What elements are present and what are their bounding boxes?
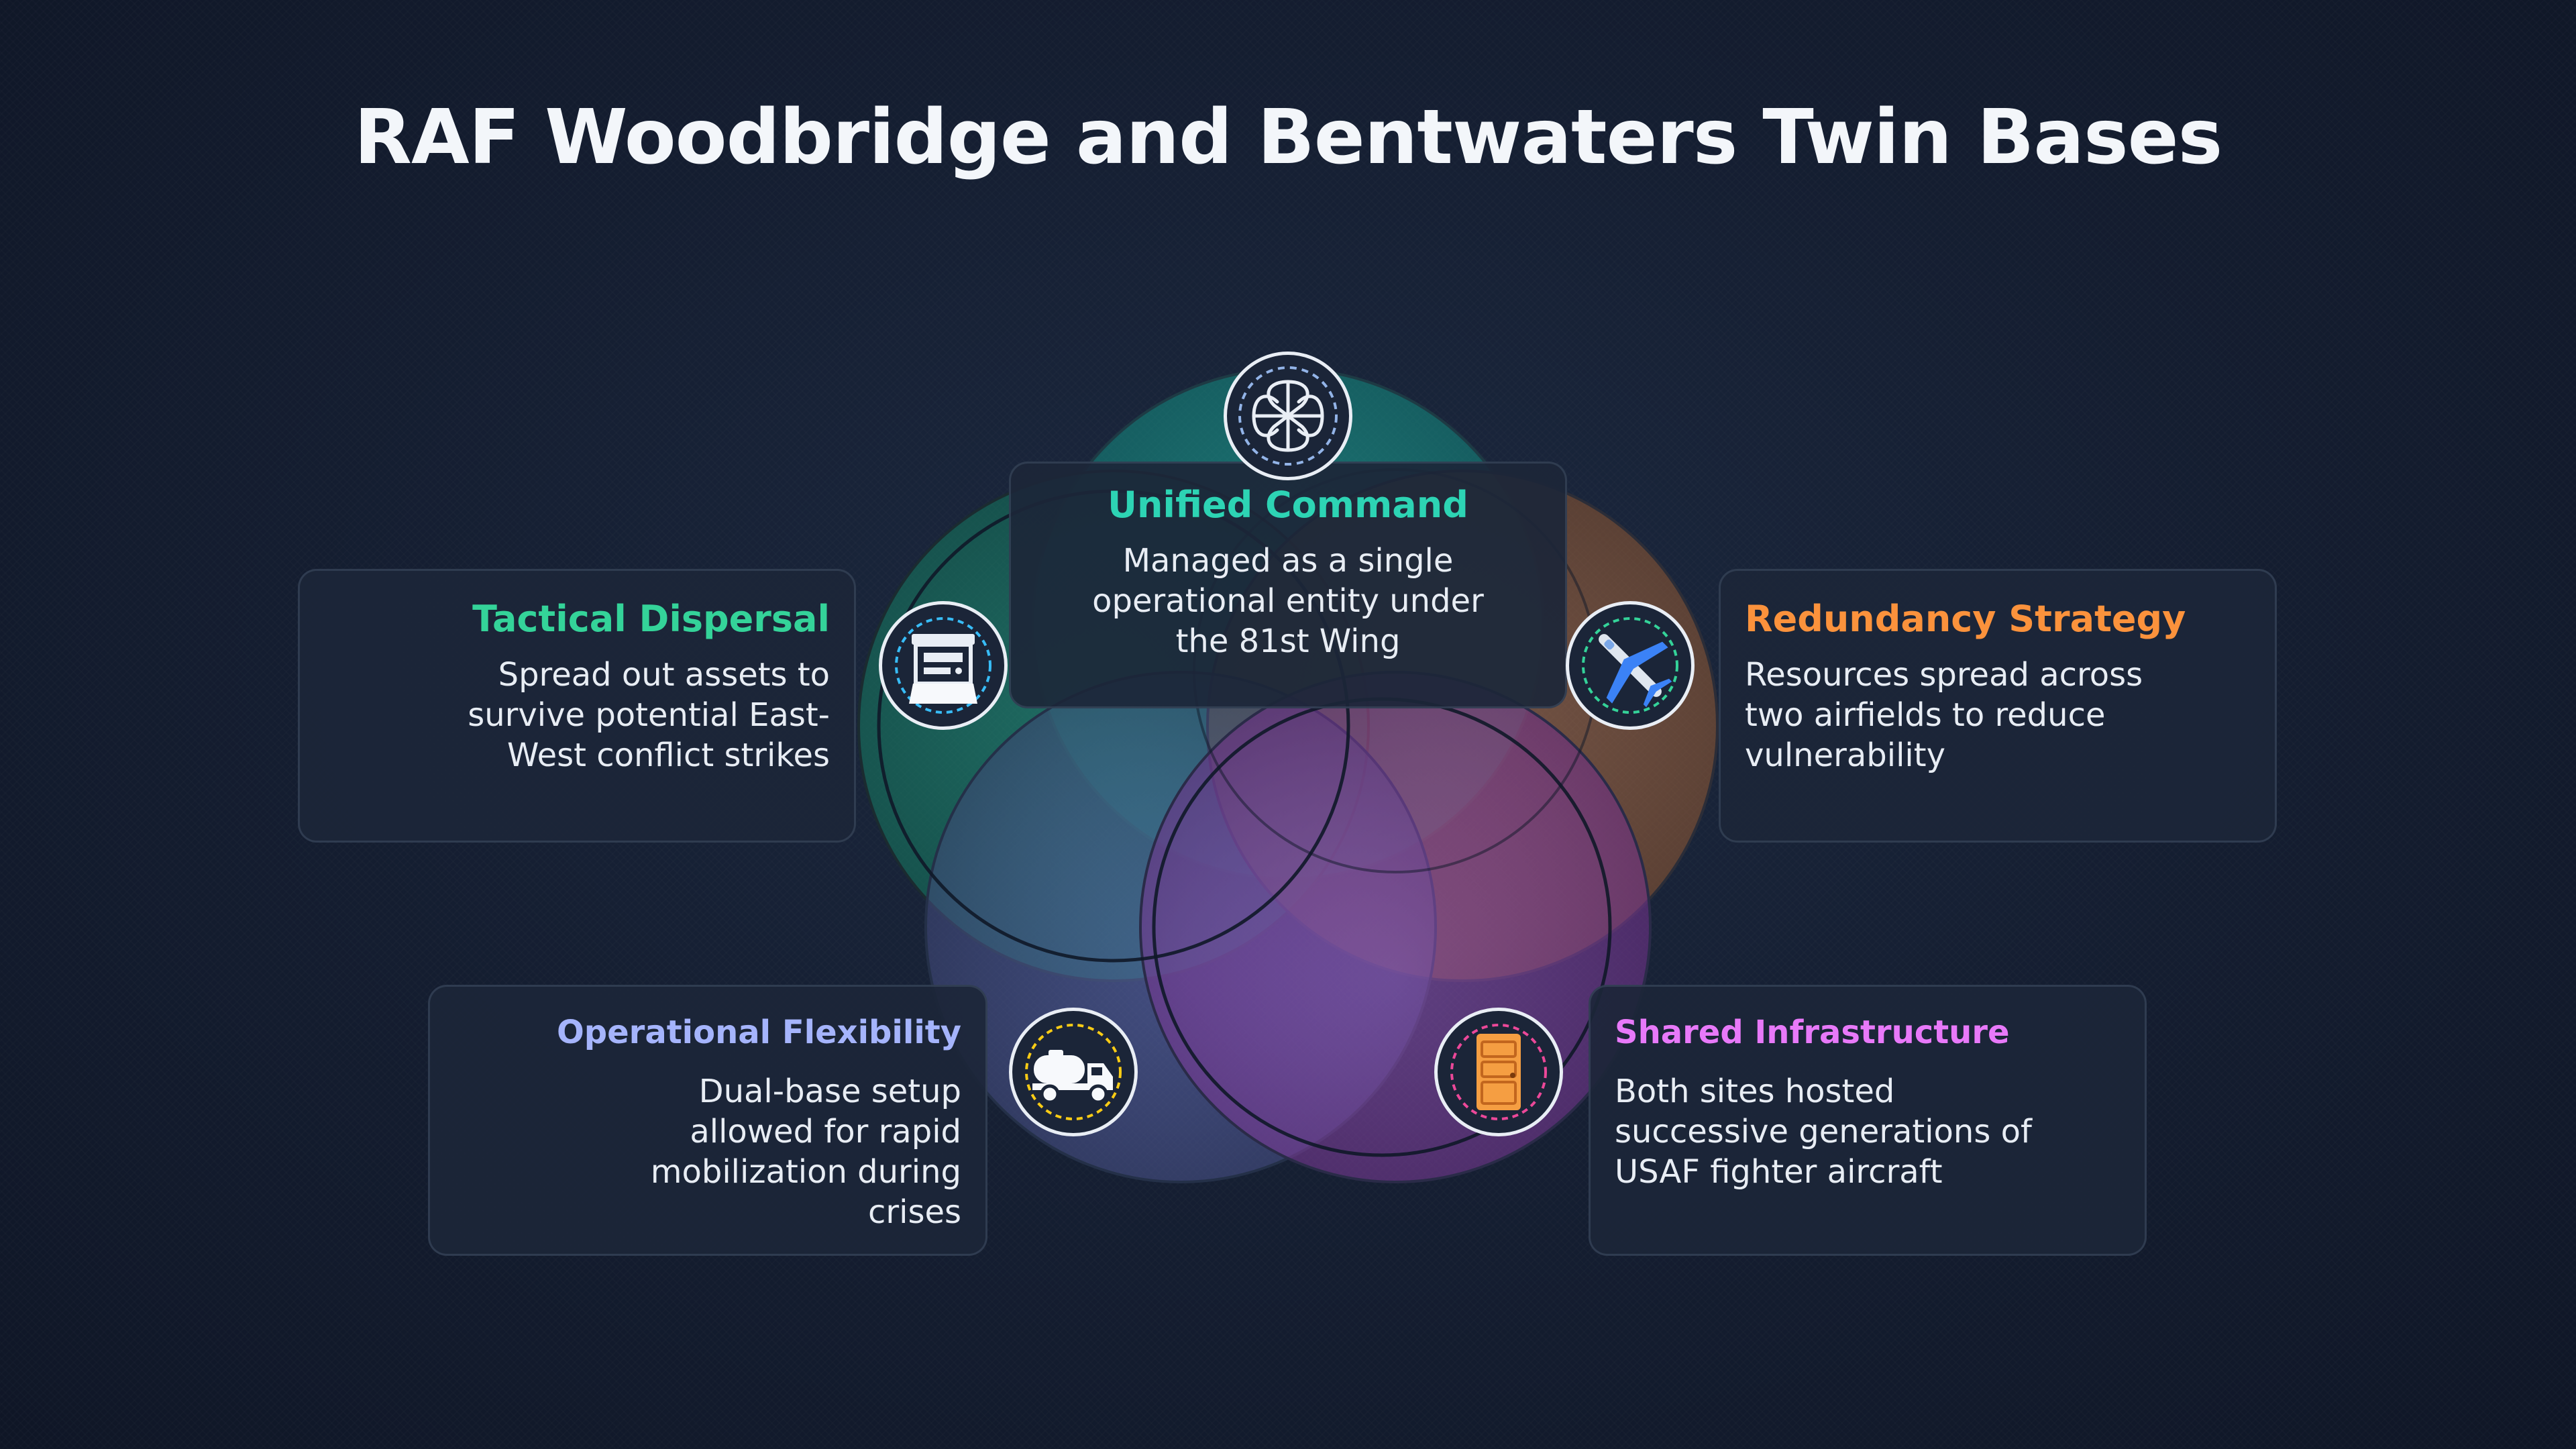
operational-flexibility-body: Dual-base setup allowed for rapid mobili… xyxy=(650,1073,961,1231)
venn-circle-shared xyxy=(1139,671,1652,1183)
unified-command-body: Managed as a single operational entity u… xyxy=(1092,542,1484,660)
shared-infrastructure-card: Shared Infrastructure Both sites hosted … xyxy=(1589,985,2147,1256)
fuel-truck-icon xyxy=(1009,1008,1138,1136)
operational-flexibility-card: Operational Flexibility Dual-base setup … xyxy=(428,985,987,1256)
operational-flexibility-title: Operational Flexibility xyxy=(556,1014,961,1051)
airplane-icon xyxy=(1566,601,1695,730)
tactical-dispersal-body: Spread out assets to survive potential E… xyxy=(468,656,830,774)
redundancy-strategy-title: Redundancy Strategy xyxy=(1745,598,2186,640)
page-title: RAF Woodbridge and Bentwaters Twin Bases xyxy=(354,94,2223,181)
unified-command-title: Unified Command xyxy=(1108,484,1468,526)
redundancy-strategy-body: Resources spread across two airfields to… xyxy=(1745,656,2143,774)
tactical-dispersal-title: Tactical Dispersal xyxy=(472,598,830,640)
hangar-shelter-icon xyxy=(879,601,1008,730)
redundancy-strategy-card: Redundancy Strategy Resources spread acr… xyxy=(1719,569,2277,843)
door-icon xyxy=(1434,1008,1563,1136)
unified-command-card: Unified Command Managed as a single oper… xyxy=(1009,462,1567,708)
shared-infrastructure-body: Both sites hosted successive generations… xyxy=(1615,1073,2032,1191)
aircraft-formation-icon xyxy=(1224,352,1352,480)
shared-infrastructure-title: Shared Infrastructure xyxy=(1615,1014,2010,1051)
tactical-dispersal-card: Tactical Dispersal Spread out assets to … xyxy=(298,569,856,843)
